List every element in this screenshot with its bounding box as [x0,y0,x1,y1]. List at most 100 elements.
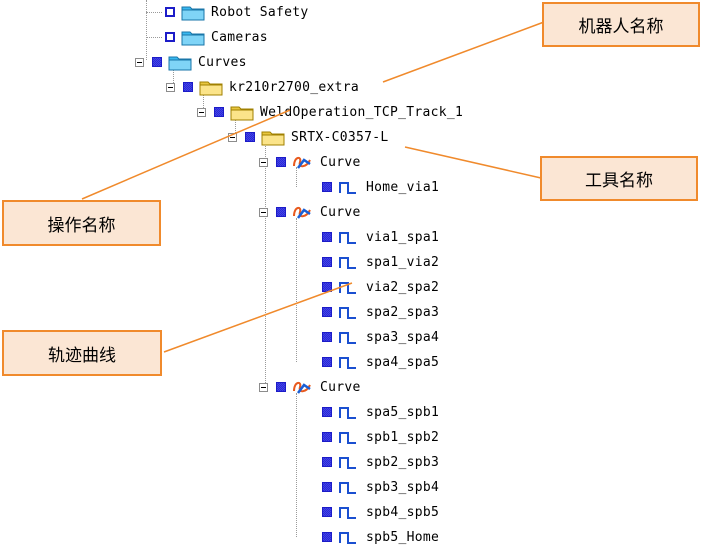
tree-node-curve-segment[interactable]: Home_via1 [322,177,439,197]
collapse-toggle[interactable] [166,82,175,92]
node-label: spa2_spa3 [366,304,440,320]
visibility-checkbox[interactable] [322,482,332,492]
tree-node-curve-segment[interactable]: spa3_spa4 [322,327,439,347]
curve-segment-icon [339,332,356,344]
tree-node-curve-segment[interactable]: spb4_spb5 [322,502,439,522]
visibility-checkbox[interactable] [214,107,224,117]
visibility-checkbox[interactable] [322,457,332,467]
tree-node-robot[interactable]: kr210r2700_extra [166,77,359,97]
tree-node-curve-segment[interactable]: spa5_spb1 [322,402,439,422]
tree-node-curve-segment[interactable]: spb3_spb4 [322,477,439,497]
tree-guide [265,142,266,387]
callout-robot-name: 机器人名称 [542,2,700,47]
visibility-checkbox[interactable] [183,82,193,92]
visibility-checkbox[interactable] [322,307,332,317]
callout-operation-name: 操作名称 [2,200,161,246]
node-label: Curve [320,154,361,170]
tree-node-curve-segment[interactable]: spa4_spa5 [322,352,439,372]
folder-yellow-icon [230,106,254,121]
visibility-checkbox[interactable] [322,357,332,367]
visibility-checkbox[interactable] [276,382,286,392]
curve-segment-icon [339,407,356,419]
node-label: Home_via1 [366,179,440,195]
collapse-toggle[interactable] [259,207,268,217]
curve-segment-icon [339,257,356,269]
tree-node-curve-segment[interactable]: via1_spa1 [322,227,439,247]
callout-trajectory-curve: 轨迹曲线 [2,330,162,376]
visibility-checkbox[interactable] [322,282,332,292]
tree-node-curve-segment[interactable]: spa2_spa3 [322,302,439,322]
tree-guide [146,12,162,13]
curve-segment-icon [339,457,356,469]
visibility-checkbox[interactable] [322,432,332,442]
tree-guide [296,167,297,187]
node-label: Curve [320,379,361,395]
tree-node-curve-group[interactable]: Curve [259,377,361,397]
node-label: spa3_spa4 [366,329,440,345]
node-label: Cameras [211,29,268,45]
visibility-checkbox[interactable] [276,207,286,217]
curve-segment-icon [339,357,356,369]
node-label: spb2_spb3 [366,454,440,470]
tree-node-curve-segment[interactable]: spb2_spb3 [322,452,439,472]
curve-segment-icon [339,507,356,519]
visibility-checkbox[interactable] [245,132,255,142]
tree-guide [296,393,297,537]
node-label: spa4_spa5 [366,354,440,370]
visibility-checkbox[interactable] [276,157,286,167]
node-label: spb4_spb5 [366,504,440,520]
visibility-checkbox[interactable] [322,182,332,192]
tree-guide [296,218,297,362]
folder-blue-icon [168,56,192,71]
tree-node-cameras[interactable]: Cameras [165,27,268,47]
folder-yellow-icon [261,131,285,146]
curve-segment-icon [339,232,356,244]
tree-node-curve-segment[interactable]: via2_spa2 [322,277,439,297]
callout-tool-name: 工具名称 [540,156,698,201]
curve-segment-icon [339,482,356,494]
tree-node-operation[interactable]: WeldOperation_TCP_Track_1 [197,102,463,122]
tree-node-curves[interactable]: Curves [135,52,247,72]
tree-node-curve-segment[interactable]: spb5_Home [322,527,439,547]
collapse-toggle[interactable] [197,107,206,117]
node-label: SRTX-C0357-L [291,129,389,145]
tree-node-curve-group[interactable]: Curve [259,202,361,222]
collapse-toggle[interactable] [228,132,237,142]
node-label: spb3_spb4 [366,479,440,495]
tree-node-robot-safety[interactable]: Robot Safety [165,2,309,22]
visibility-checkbox[interactable] [322,407,332,417]
node-label: spa5_spb1 [366,404,440,420]
collapse-toggle[interactable] [259,382,268,392]
visibility-checkbox[interactable] [322,232,332,242]
curve-group-icon [293,156,311,169]
curve-group-icon [293,381,311,394]
node-label: Robot Safety [211,4,309,20]
tree-node-curve-segment[interactable]: spa1_via2 [322,252,439,272]
node-label: WeldOperation_TCP_Track_1 [260,104,464,120]
node-label: via2_spa2 [366,279,440,295]
visibility-checkbox[interactable] [165,7,175,17]
visibility-checkbox[interactable] [322,532,332,542]
tree-node-tool[interactable]: SRTX-C0357-L [228,127,389,147]
tree-node-curve-group[interactable]: Curve [259,152,361,172]
visibility-checkbox[interactable] [165,32,175,42]
node-label: spb5_Home [366,529,440,545]
curve-segment-icon [339,432,356,444]
tree-guide [146,37,162,38]
node-label: Curves [198,54,247,70]
collapse-toggle[interactable] [259,157,268,167]
visibility-checkbox[interactable] [152,57,162,67]
folder-blue-icon [181,31,205,46]
visibility-checkbox[interactable] [322,507,332,517]
node-label: via1_spa1 [366,229,440,245]
folder-yellow-icon [199,81,223,96]
visibility-checkbox[interactable] [322,257,332,267]
visibility-checkbox[interactable] [322,332,332,342]
curve-segment-icon [339,307,356,319]
tree-guide [173,67,174,87]
node-label: kr210r2700_extra [229,79,360,95]
collapse-toggle[interactable] [135,57,144,67]
tree-node-curve-segment[interactable]: spb1_spb2 [322,427,439,447]
node-label: Curve [320,204,361,220]
